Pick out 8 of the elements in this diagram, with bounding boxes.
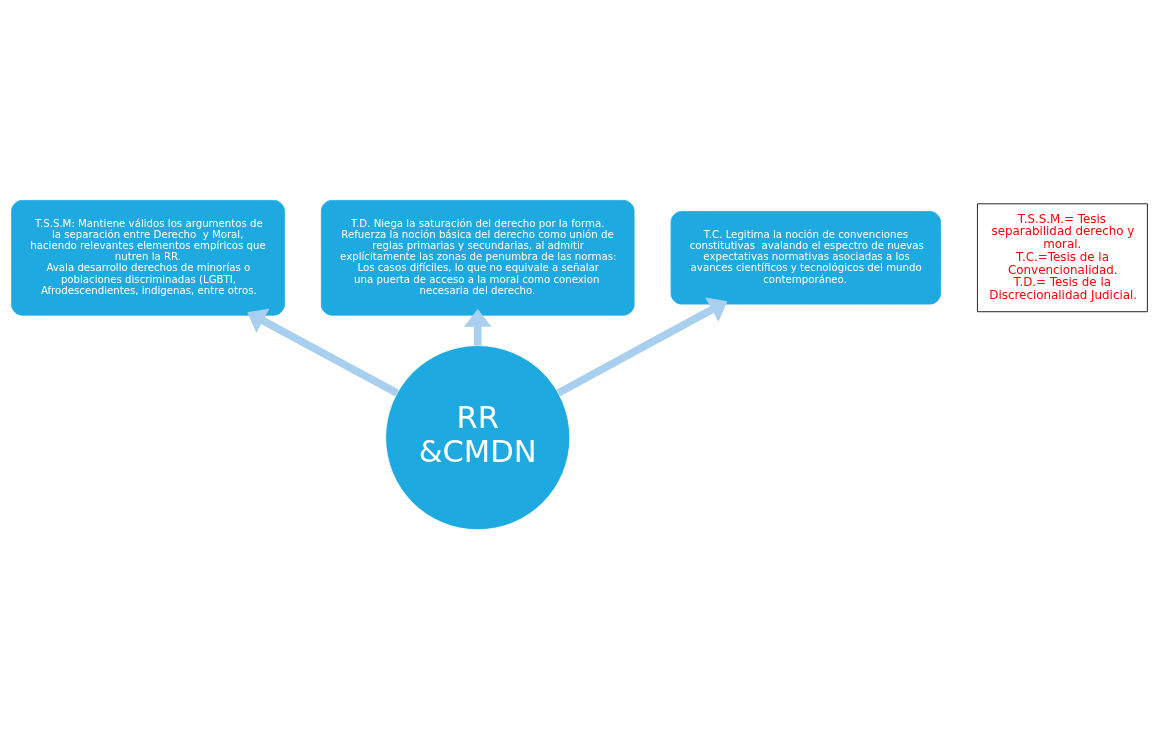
node-box: T.S.S.M: Mantiene válidos los argumentos de la separación entre Derecho y Moral, haciendo relevantes elementos empíricos que nutren la RR. Avala desarrollo derechos de minorías o poblaciones discriminadas (LGBTI, Afrodescendientes, indigenas, entre otros.: [11, 199, 285, 316]
node-circle: RR &CMDN: [385, 345, 571, 531]
node-box: T.S.S.M.= Tesis separabilidad derecho y moral. T.C.=Tesis de la Convencionalidad. T.D.= Tesis de la Discrecionalidad Judicial.: [977, 203, 1148, 313]
arrow: [247, 308, 399, 397]
arrow: [556, 297, 728, 397]
node-box: T.C. Legitima la noción de convenciones constitutivas avalando el espectro de nuevas expectativas normativas asociadas a los avances científicos y tecnológicos del mundo contemporáneo.: [670, 211, 941, 305]
node-box: T.D. Niega la saturación del derecho por la forma. Refuerza la noción básica del derecho como unión de reglas primarias y secundarias, al admitir explícitamente las zonas de penumbra de las normas: Los casos difíciles, lo que no equivale a señalar una puerta de acceso a la moral como conexion necesaria del derecho.: [320, 199, 635, 316]
arrow: [463, 309, 492, 346]
